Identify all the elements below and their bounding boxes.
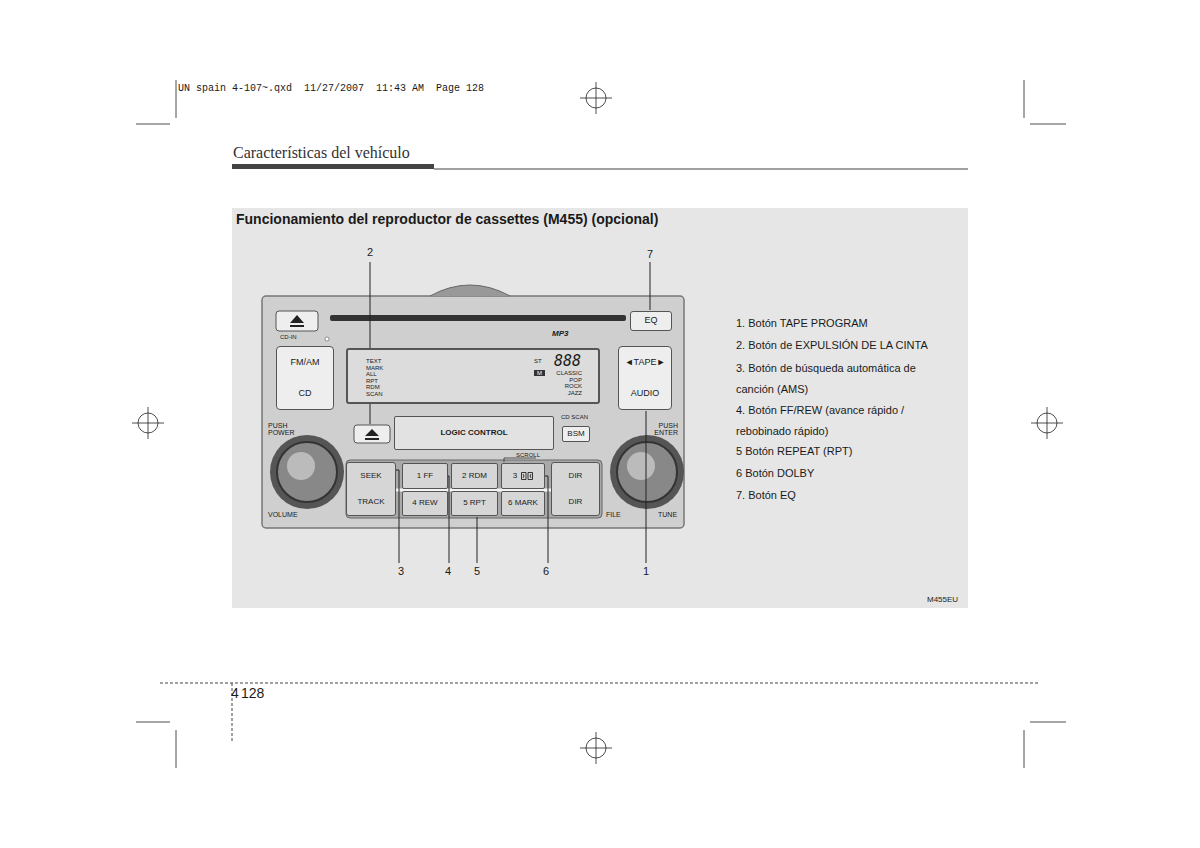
crop-marks bbox=[132, 80, 1066, 768]
radio-button: LOGIC CONTROL bbox=[394, 416, 554, 450]
panel-label: M455EU bbox=[927, 595, 958, 604]
radio-button: 4 REW bbox=[402, 491, 448, 516]
radio-button: 1 FF bbox=[402, 463, 448, 489]
button-text: DIR bbox=[569, 472, 583, 480]
legend-item: 2. Botón de EXPULSIÓN DE LA CINTA bbox=[736, 339, 928, 352]
lcd-text: CLASSIC POP ROCK JAZZ bbox=[556, 370, 582, 396]
button-text: 2 RDM bbox=[462, 472, 487, 480]
footer-rule bbox=[160, 683, 1040, 684]
callout-number: 5 bbox=[473, 565, 481, 578]
panel-label: MP3 bbox=[552, 329, 568, 338]
header-bar bbox=[232, 164, 434, 169]
legend-item: 6 Botón DOLBY bbox=[736, 467, 814, 480]
button-text: SEEK bbox=[360, 472, 381, 480]
header-rule bbox=[434, 169, 968, 170]
button-text: 3 bbox=[513, 472, 517, 480]
panel-label: 128 bbox=[241, 685, 264, 701]
panel-label: SCROLL bbox=[516, 452, 540, 459]
radio-faceplate bbox=[262, 285, 684, 528]
legend-item: 5 Botón REPEAT (RPT) bbox=[736, 445, 852, 458]
radio-button: 2 RDM bbox=[451, 463, 498, 489]
panel-label: CD SCAN bbox=[561, 414, 588, 421]
button-text: TRACK bbox=[357, 498, 384, 506]
button-text: 5 RPT bbox=[463, 499, 486, 507]
radio-button: BSM bbox=[562, 426, 590, 442]
panel-label: FILE bbox=[606, 511, 621, 519]
button-text: FM/AM bbox=[291, 358, 320, 367]
callout-number: 2 bbox=[366, 246, 374, 259]
radio-button: 6 MARK bbox=[501, 491, 545, 516]
button-text: EQ bbox=[644, 316, 657, 325]
panel-label: TUNE bbox=[658, 511, 677, 519]
button-text: DIR bbox=[569, 498, 583, 506]
panel-label: UN spain 4-107~.qxd 11/27/2007 11:43 AM … bbox=[178, 83, 484, 95]
panel-label: PUSH ENTER bbox=[654, 422, 678, 437]
callout-number: 7 bbox=[646, 248, 654, 261]
legend-item: 7. Botón EQ bbox=[736, 489, 796, 502]
button-text: 6 MARK bbox=[508, 499, 538, 507]
leader-lines bbox=[370, 262, 650, 563]
lcd-text: ST bbox=[534, 358, 542, 364]
button-text: ◄TAPE► bbox=[625, 358, 666, 367]
panel-label: VOLUME bbox=[268, 511, 298, 519]
radio-button: EQ bbox=[630, 311, 672, 331]
panel-label: PUSH POWER bbox=[268, 422, 294, 437]
radio-button: ◄TAPE► AUDIO bbox=[618, 346, 672, 410]
lcd-text: TEXT MARK ALL RPT RDM SCAN bbox=[366, 358, 383, 398]
lcd-display: TEXT MARK ALL RPT RDM SCAN ST 888M CLASSIC … bbox=[346, 348, 600, 404]
legend-item: 4. Botón FF/REW (avance rápido / rebobin… bbox=[736, 400, 936, 442]
panel-label: CD-IN bbox=[280, 334, 297, 341]
radio-button: 3 bbox=[501, 463, 545, 489]
radio-button: DIR DIR bbox=[551, 462, 600, 516]
radio-button: FM/AM CD bbox=[276, 346, 334, 410]
button-text: BSM bbox=[567, 430, 584, 438]
button-text: CD bbox=[299, 389, 312, 398]
panel-label: 4 bbox=[231, 685, 239, 701]
button-text: LOGIC CONTROL bbox=[440, 429, 507, 437]
legend-item: 3. Botón de búsqueda automática de canci… bbox=[736, 358, 936, 400]
callout-number: 6 bbox=[542, 565, 550, 578]
figure-panel bbox=[232, 208, 968, 608]
legend-item: 1. Botón TAPE PROGRAM bbox=[736, 317, 868, 330]
figure-title: Funcionamiento del reproductor de casset… bbox=[236, 211, 658, 227]
callout-number: 3 bbox=[397, 565, 405, 578]
button-text: 1 FF bbox=[417, 472, 433, 480]
button-text: 4 REW bbox=[412, 499, 437, 507]
lcd-text: M bbox=[534, 370, 545, 376]
panel-label: Características del vehículo bbox=[233, 144, 410, 162]
lcd-text: 888 bbox=[554, 354, 581, 370]
radio-button: 5 RPT bbox=[451, 491, 498, 516]
dolby-symbol bbox=[521, 472, 533, 480]
callout-number: 4 bbox=[444, 565, 452, 578]
callout-number: 1 bbox=[642, 565, 650, 578]
radio-button: SEEK TRACK bbox=[346, 462, 396, 516]
button-text: AUDIO bbox=[631, 389, 660, 398]
